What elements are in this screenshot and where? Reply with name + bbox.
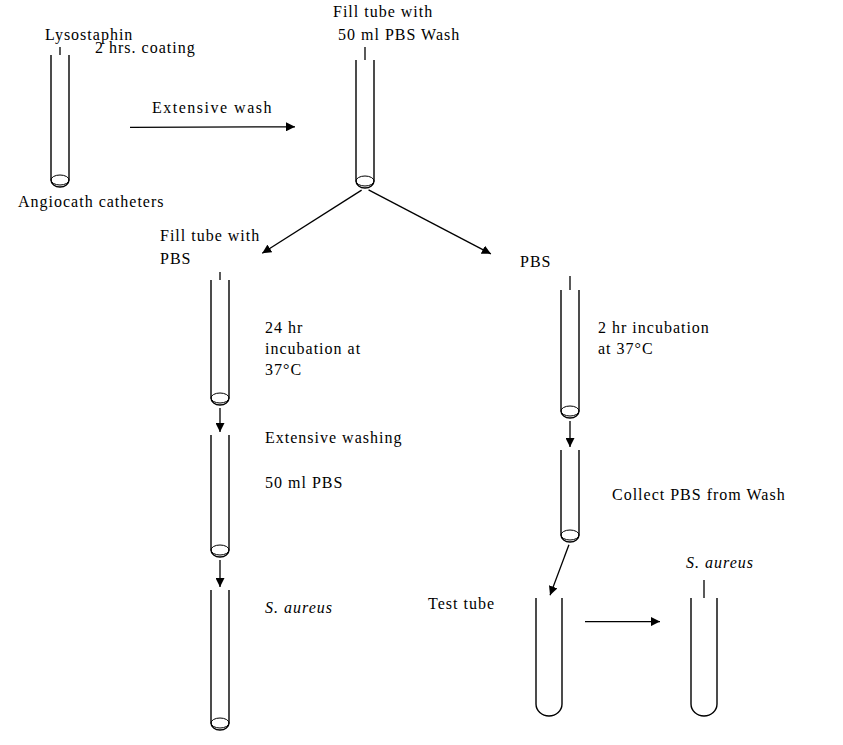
tube-outline — [51, 55, 69, 187]
flow-arrow — [262, 190, 361, 253]
flow-arrow — [219, 560, 220, 587]
step-label: PBS — [160, 249, 220, 270]
catheter-node: S. aureus — [210, 590, 230, 730]
flow-arrow — [569, 421, 570, 447]
catheter-node: Fill tube withPBS24 hr incubation at 37°… — [210, 280, 230, 405]
tube-bottom — [356, 176, 374, 186]
step-label: Angiocath catheters — [18, 192, 248, 213]
catheter-tube — [210, 435, 230, 557]
catheter-tube — [50, 55, 70, 187]
catheter-tube — [210, 280, 230, 405]
catheter-node: Fill tube with50 ml PBS Wash — [355, 60, 375, 188]
tube-outline — [211, 280, 229, 405]
catheter-node: Extensive washing50 ml PBS — [210, 435, 230, 557]
flow-arrow — [550, 545, 569, 595]
tube-bottom — [51, 175, 69, 185]
step-label: 24 hr incubation at 37°C — [265, 318, 381, 380]
flow-arrow — [585, 621, 660, 622]
arrow-label: Extensive wash — [150, 98, 275, 117]
flow-arrow — [130, 126, 295, 128]
flow-arrow — [219, 408, 220, 432]
step-label: S. aureus — [265, 598, 405, 619]
step-label: S. aureus — [686, 553, 816, 574]
tube-bottom — [211, 393, 229, 403]
step-label: 50 ml PBS Wash — [338, 25, 518, 46]
test-tube-node: Test tube — [535, 598, 563, 716]
step-label: Collect PBS from Wash — [612, 485, 838, 506]
tube-outline — [211, 435, 229, 557]
step-label: 2 hrs. coating — [95, 38, 255, 59]
tube-outline — [691, 598, 717, 716]
step-label: Fill tube with — [160, 226, 300, 247]
test-tube — [535, 598, 563, 716]
catheter-node: Collect PBS from Wash — [560, 450, 580, 542]
step-label: Fill tube with — [333, 2, 493, 23]
step-label: Test tube — [428, 594, 528, 615]
tube-outline — [561, 450, 579, 542]
flow-arrow — [369, 190, 491, 254]
test-tube-node: S. aureus — [690, 598, 718, 716]
step-label: 2 hr incubation at 37°C — [598, 318, 714, 360]
tube-bottom — [561, 406, 579, 416]
tube-bottom — [211, 718, 229, 728]
catheter-tube — [210, 590, 230, 730]
catheter-tube — [355, 60, 375, 188]
tube-outline — [536, 598, 562, 716]
catheter-tube — [560, 290, 580, 418]
test-tube — [690, 598, 718, 716]
catheter-node: Lysostaphin2 hrs. coatingAngiocath cathe… — [50, 55, 70, 187]
catheter-tube — [560, 450, 580, 542]
tube-bottom — [211, 545, 229, 555]
tube-outline — [356, 60, 374, 188]
tube-outline — [561, 290, 579, 418]
step-label: PBS — [520, 252, 580, 273]
tube-outline — [211, 590, 229, 730]
step-label: 50 ml PBS — [265, 473, 405, 494]
catheter-node: PBS2 hr incubation at 37°C — [560, 290, 580, 418]
tube-bottom — [561, 530, 579, 540]
step-label: Extensive washing — [265, 428, 465, 449]
